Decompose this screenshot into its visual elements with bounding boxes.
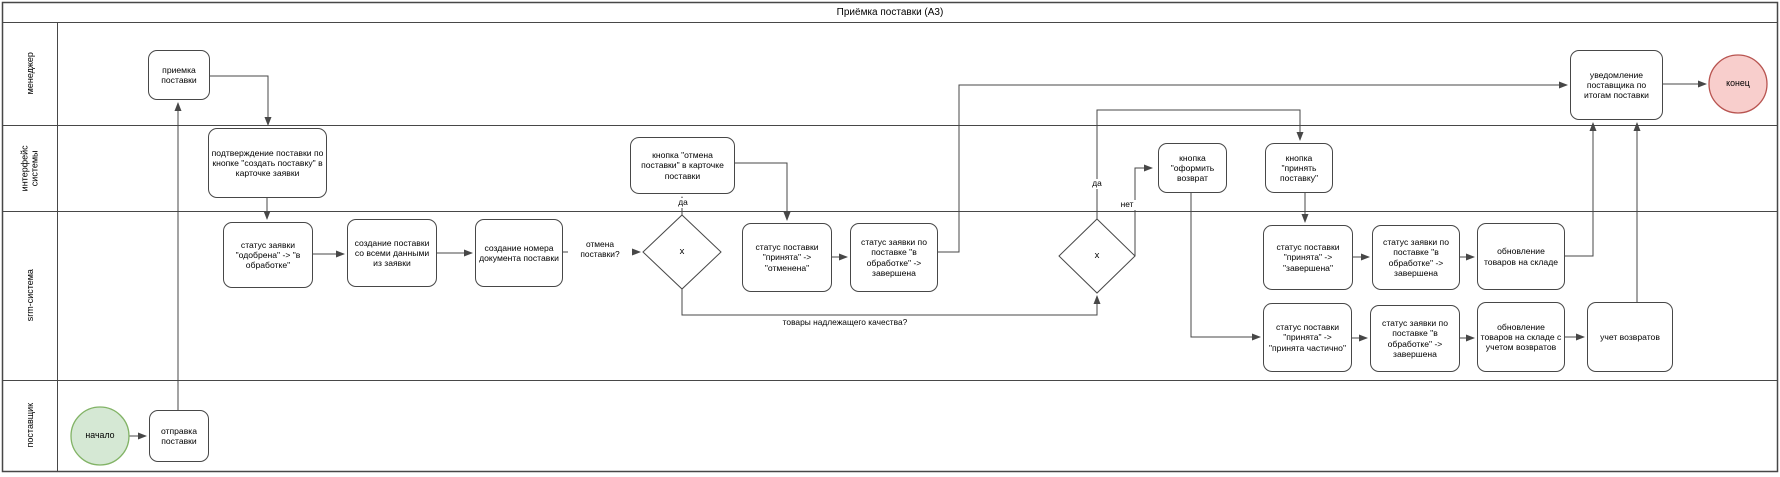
gateway-2-label: x: [1094, 250, 1100, 261]
end-event-label: конец: [1726, 78, 1750, 88]
connector-obnovlenie1-to-uvedomlenie: [1565, 122, 1597, 257]
task-obnovlenie-sklad-vozvraty[interactable]: обновление товаров на складе с учетом во…: [1477, 302, 1565, 372]
connector-oformit-to-status-chastichno: [1190, 193, 1261, 341]
edge-label-da-1: да: [672, 197, 694, 208]
start-event[interactable]: [70, 406, 130, 466]
task-status-zayavki-zavershena-2[interactable]: статус заявки по поставке "в обработке" …: [1372, 225, 1460, 290]
edge-label-net: нет: [1114, 199, 1140, 210]
connector-gateway2-net-to-oformit-vozvrat: [1134, 164, 1153, 256]
task-status-prinyata-chastichno[interactable]: статус поставки "принята" -> "принята ча…: [1263, 303, 1352, 372]
task-knopka-oformit-vozvrat[interactable]: кнопка "оформить возврат: [1158, 143, 1227, 193]
task-status-odobrena[interactable]: статус заявки "одобрена" -> "в обработке…: [223, 222, 313, 288]
connector-priemka-to-podtverzhdenie: [210, 75, 272, 126]
task-sozdanie-postavki[interactable]: создание поставки со всеми данными из за…: [347, 219, 437, 287]
gateway-1[interactable]: [642, 214, 722, 290]
edge-label-otmena-postavki: отмена поставки?: [568, 239, 632, 260]
task-uvedomlenie-postavshchika[interactable]: уведомление поставщика по итогам поставк…: [1570, 50, 1663, 120]
lane-label-manager: менеджер: [3, 22, 57, 125]
task-priemka-postavki[interactable]: приемка поставки: [148, 50, 210, 100]
task-status-zayavki-zavershena-3[interactable]: статус заявки по поставке "в обработке" …: [1370, 305, 1460, 372]
task-obnovlenie-sklad[interactable]: обновление товаров на складе: [1477, 223, 1565, 290]
connector-zayavki1-to-uvedomlenie: [938, 81, 1568, 253]
task-sozdanie-nomera[interactable]: создание номера документа поставки: [475, 219, 563, 287]
lane-label-system-interface: интерфейс системы: [3, 125, 57, 211]
lane-label-srm-system-text: srm-система: [24, 269, 35, 322]
connector-knopka-otmena-to-status-otmenena: [735, 162, 791, 221]
connector-gateway1-to-gateway2: [681, 289, 1101, 316]
task-otpravka-postavki[interactable]: отправка поставки: [149, 410, 209, 462]
diagram-title: Приёмка поставки (А3): [836, 7, 944, 18]
lane-label-manager-text: менеджер: [24, 52, 35, 95]
lane-label-srm-system: srm-система: [3, 211, 57, 380]
gateway-2[interactable]: [1058, 218, 1136, 294]
task-podtverzhdenie-postavki[interactable]: подтверждение поставки по кнопке "создат…: [208, 128, 327, 198]
task-status-zayavki-zavershena-1[interactable]: статус заявки по поставке "в обработке" …: [850, 223, 938, 292]
lane-label-system-interface-text: интерфейс системы: [19, 145, 40, 191]
lane-label-supplier-text: поставщик: [24, 403, 35, 448]
task-status-prinyata-zavershena[interactable]: статус поставки "принята" -> "завершена": [1263, 225, 1353, 290]
task-uchet-vozvratov[interactable]: учет возвратов: [1587, 302, 1673, 372]
task-status-otmenena[interactable]: статус поставки "принята" -> "отменена": [742, 223, 832, 292]
gateway-1-label: x: [679, 246, 685, 257]
task-knopka-otmena-postavki[interactable]: кнопка "отмена поставки" в карточке пост…: [630, 137, 735, 194]
edge-label-da-2: да: [1086, 178, 1108, 189]
lane-label-supplier: поставщик: [3, 380, 57, 471]
start-event-label: начало: [85, 430, 115, 440]
end-event[interactable]: [1708, 54, 1768, 114]
connector-gateway2-da-to-knopka-prinyat: [1096, 109, 1304, 219]
edge-label-tovary-kachestva: товары надлежащего качества?: [782, 317, 908, 327]
task-knopka-prinyat-postavku[interactable]: кнопка "принять поставку": [1265, 143, 1333, 193]
